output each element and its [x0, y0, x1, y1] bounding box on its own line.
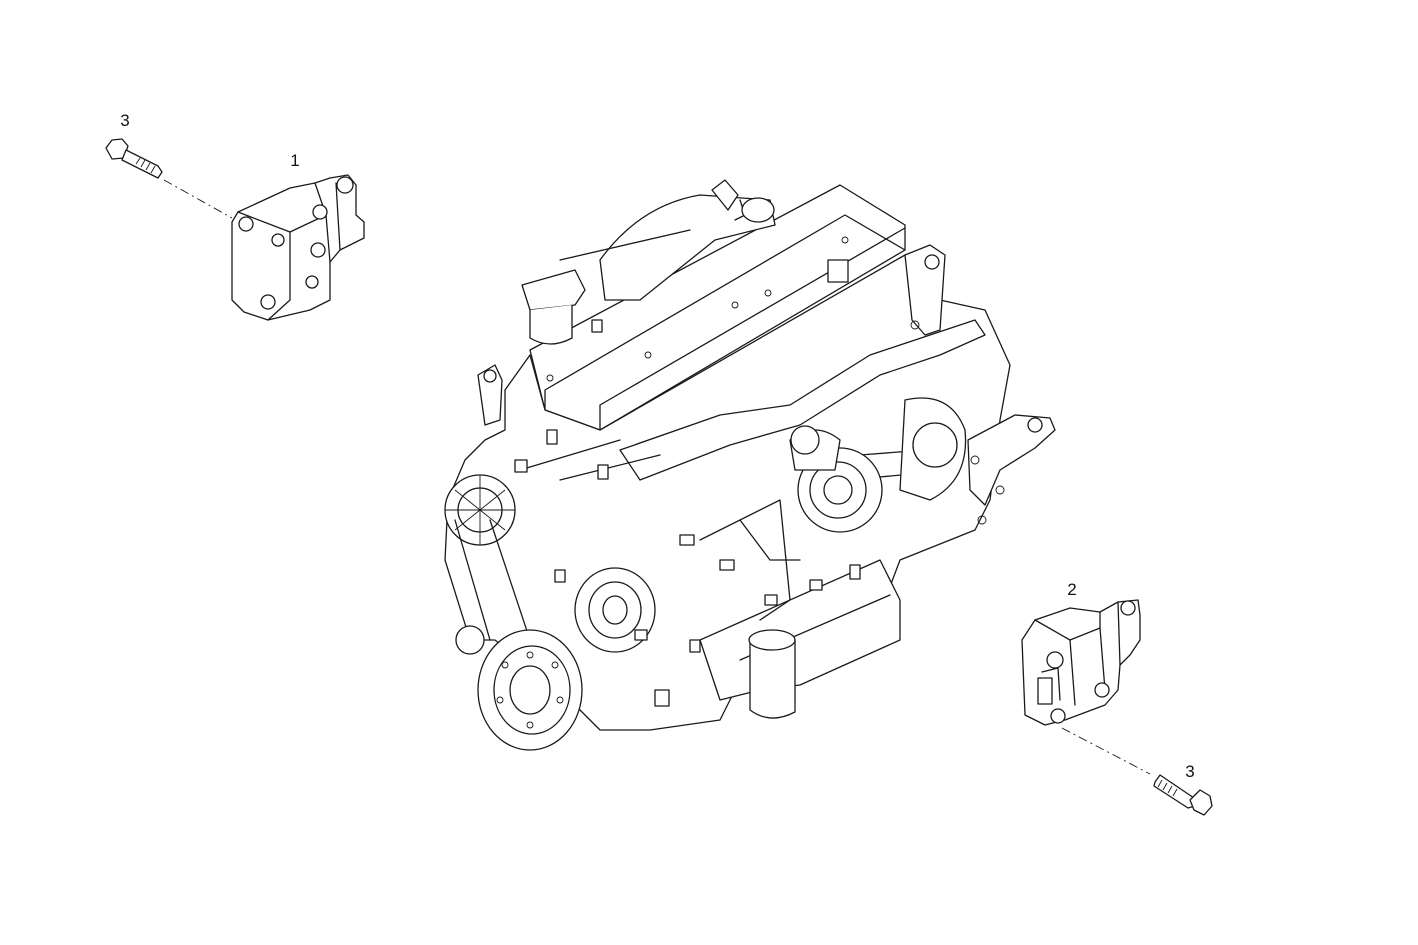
bolt-upper — [105, 138, 163, 179]
callout-bolt-upper: 3 — [120, 111, 129, 130]
callout-part-2: 2 — [1067, 580, 1076, 599]
engine-mount-bracket-2 — [1021, 599, 1141, 726]
engine-assembly — [444, 179, 1056, 751]
bolt-lower-alignment-line — [1061, 727, 1151, 775]
callout-part-1: 1 — [290, 151, 299, 170]
callout-bolt-lower: 3 — [1185, 762, 1194, 781]
engine-mount-bracket-1 — [231, 174, 365, 321]
bolt-lower — [1153, 774, 1213, 816]
bolt-upper-alignment-line — [163, 179, 233, 219]
